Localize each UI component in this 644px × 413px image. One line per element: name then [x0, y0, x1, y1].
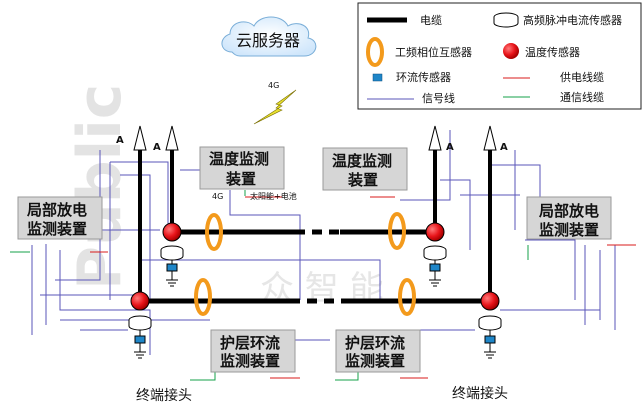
- hf-sensor-icon: [478, 315, 502, 359]
- hf-sensor-icon: [128, 315, 152, 359]
- legend-temp-icon: [503, 43, 519, 59]
- legend-loop-icon: [372, 73, 383, 82]
- temp-sensor-icon: [480, 291, 500, 311]
- ct-rings: [194, 212, 416, 316]
- antenna-a-label: A: [500, 142, 508, 153]
- temp-left-line1: 温度监测: [209, 150, 269, 168]
- legend: 电缆 高频脉冲电流传感器 工频相位互感器 温度传感器 环流传感器 供电线缆 信号…: [357, 2, 642, 110]
- antenna-icon: [133, 125, 147, 151]
- hf-sensor-icon: [423, 245, 447, 287]
- ct-ring-icon: [194, 278, 212, 316]
- legend-hf-label: 高频脉冲电流传感器: [523, 13, 622, 27]
- wireless-signal: 4G: [253, 81, 297, 125]
- temp-left-line2: 装置: [225, 170, 256, 188]
- cloud-server: 云服务器: [221, 16, 317, 57]
- sheath-monitor-right: 护层环流 监测装置: [335, 329, 421, 373]
- ct-ring-icon: [398, 278, 416, 316]
- antenna-icon: [428, 125, 442, 151]
- legend-power-label: 供电线缆: [560, 70, 604, 84]
- temp-right-line2: 装置: [347, 171, 378, 189]
- pd-monitor-left: 局部放电 监测装置: [17, 196, 103, 240]
- power-comm-lines: [10, 190, 636, 381]
- watermark: Public 众 智 能: [65, 84, 384, 309]
- cloud-icon: [221, 16, 317, 57]
- legend-signal-label: 信号线: [422, 91, 455, 105]
- sheath-right-line1: 护层环流: [345, 334, 405, 352]
- antenna-icon: [483, 125, 497, 151]
- terminal-label-left: 终端接头: [136, 387, 192, 404]
- pd-left-line2: 监测装置: [27, 220, 87, 238]
- ct-ring-icon: [205, 213, 223, 251]
- temp-sensor-icon: [130, 291, 150, 311]
- terminal-label-right: 终端接头: [452, 385, 508, 402]
- hf-sensors: [128, 245, 502, 359]
- temp-monitor-right: 温度监测 装置: [322, 147, 408, 191]
- temp-sensor-icon: [425, 222, 445, 242]
- temp-monitor-left: 温度监测 装置: [199, 146, 285, 190]
- hf-sensor-icon: [160, 245, 184, 287]
- pd-right-line2: 监测装置: [539, 221, 599, 239]
- wireless-label: 4G: [268, 81, 279, 90]
- terminal-antennas: A A A A: [116, 125, 508, 153]
- temp-sensor-icon: [162, 222, 182, 242]
- hf-sensor-icon: [493, 12, 519, 28]
- legend-ct-label: 工频相位互感器: [395, 45, 472, 59]
- sheath-monitor-left: 护层环流 监测装置: [210, 329, 296, 373]
- temperature-sensors: [130, 222, 500, 311]
- pd-right-line1: 局部放电: [538, 202, 599, 220]
- legend-cable-label: 电缆: [420, 14, 442, 27]
- legend-temp-label: 温度传感器: [525, 45, 580, 59]
- solar-battery-label: 太阳能+电池: [250, 191, 297, 201]
- lightning-icon: [253, 89, 297, 125]
- devices: 温度监测 装置 温度监测 装置 局部放电 监测装置 局部放电 监测装置 护层环流…: [17, 146, 612, 373]
- sheath-left-line1: 护层环流: [220, 334, 280, 352]
- pd-monitor-right: 局部放电 监测装置: [526, 196, 612, 240]
- antenna-a-label: A: [116, 135, 124, 146]
- legend-ct-icon: [366, 37, 384, 67]
- sheath-right-line2: 监测装置: [345, 352, 405, 370]
- legend-comm-label: 通信线缆: [560, 90, 604, 104]
- antenna-a-label: A: [153, 142, 161, 153]
- antenna-icon: [165, 125, 179, 151]
- legend-loop-label: 环流传感器: [396, 70, 451, 84]
- sheath-left-line2: 监测装置: [220, 352, 280, 370]
- temp-right-line1: 温度监测: [332, 152, 392, 170]
- cloud-label: 云服务器: [236, 31, 300, 50]
- cables: [138, 150, 492, 304]
- fourg-small-label: 4G: [212, 192, 223, 201]
- pd-left-line1: 局部放电: [26, 201, 87, 219]
- antenna-a-label: A: [446, 142, 454, 153]
- ct-ring-icon: [388, 212, 406, 250]
